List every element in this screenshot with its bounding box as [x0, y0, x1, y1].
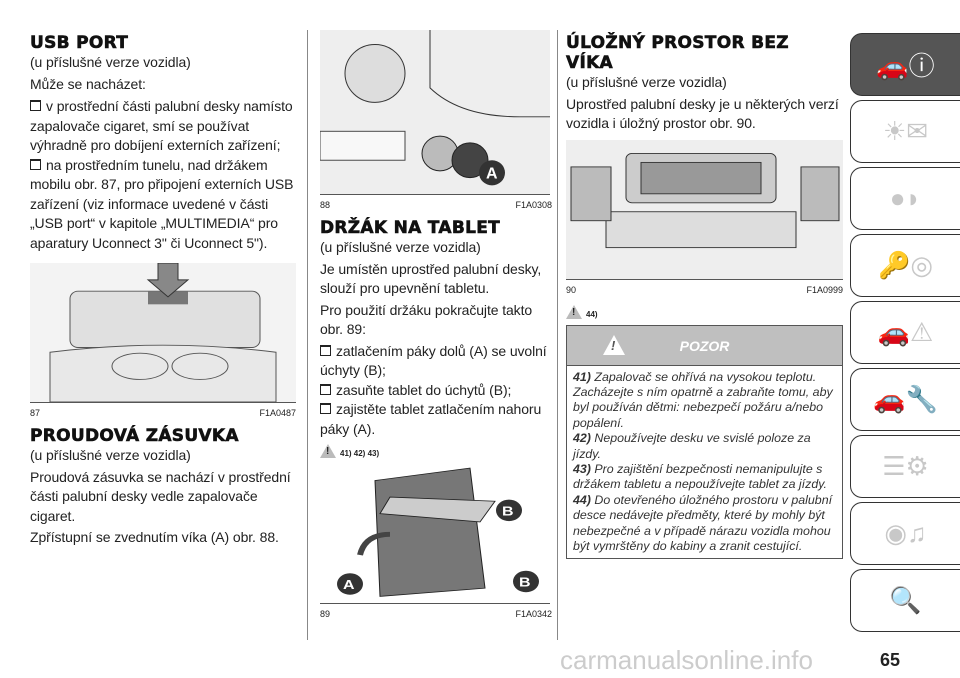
list-item: v prostřední části palubní desky namísto… [30, 97, 298, 156]
callout-a: A [343, 578, 355, 592]
warning-item: 42) Nepoužívejte desku ve svislé poloze … [573, 431, 836, 462]
warning-box: ! POZOR 41) Zapalovač se ohřívá na vysoko… [566, 324, 843, 560]
warning-title: POZOR [679, 337, 730, 354]
figure-code: F1A0487 [259, 408, 296, 418]
figure-87 [30, 263, 296, 403]
warning-icon: ! [566, 304, 582, 319]
column-divider [307, 30, 308, 640]
subtitle: (u příslušné verze vozidla) [566, 74, 727, 90]
intro: Může se nacházet: [30, 75, 146, 92]
list-item: na prostředním tunelu, nad držákem mobil… [30, 156, 298, 254]
list-item: zasuňte tablet do úchytů (B); [320, 381, 552, 401]
list-item: zajistěte tablet zatlačením nahoru páky … [320, 400, 552, 439]
specs-gear-icon: ☰⚙ [882, 451, 929, 481]
tab-index[interactable]: 🔍 [850, 569, 960, 632]
figure-code: F1A0342 [515, 609, 552, 619]
paragraph: Je umístěn uprostřed palubní desky, slou… [320, 260, 542, 297]
tablet-holder-section: DRŽÁK NA TABLET (u příslušné verze vozid… [320, 218, 552, 458]
figure-code: F1A0999 [806, 284, 843, 295]
paragraph: Uprostřed palubní desky je u některých v… [566, 95, 839, 132]
warning-references: ! 41) 42) 43) [320, 442, 552, 458]
column-divider [557, 30, 558, 640]
emergency-icon: 🚗⚠ [877, 317, 934, 347]
figure-89-caption: 89 F1A0342 [320, 607, 552, 621]
tab-specs[interactable]: ☰⚙ [850, 435, 960, 498]
car-info-icon: 🚗ⓘ [876, 51, 935, 81]
section-title: ÚLOŽNÝ PROSTOR BEZ VÍKA [566, 33, 789, 74]
section-title: USB PORT [30, 33, 129, 54]
figure-number: 89 [320, 609, 331, 619]
warning-text: Nepoužívejte desku ve svislé poloze za j… [573, 431, 811, 461]
warning-icon: ! [603, 334, 625, 355]
subtitle: (u příslušné verze vozidla) [30, 54, 191, 70]
page-number: 65 [880, 650, 901, 670]
open-storage-section: ÚLOŽNÝ PROSTOR BEZ VÍKA (u příslušné ver… [566, 33, 843, 134]
figure-number: 90 [566, 284, 577, 295]
index-icon: 🔍 [889, 585, 922, 615]
tab-lights-mail[interactable]: ☀✉ [850, 100, 960, 163]
tab-key-steering[interactable]: 🔑◎ [850, 234, 960, 297]
warning-text: Zapalovač se ohřívá na vysokou teplotu. … [573, 369, 833, 430]
figure-90 [566, 139, 843, 280]
paragraph: Zpřístupní se zvednutím víka (A) obr. 88… [30, 529, 279, 545]
warning-text: Do otevřeného úložného prostoru v palubn… [573, 492, 833, 553]
warning-text: Pro zajištění bezpečnosti nemanipulujte … [573, 461, 827, 492]
warning-header: ! POZOR [567, 325, 842, 366]
column-2: A 88 F1A0308 DRŽÁK NA TABLET (u příslušné… [320, 30, 552, 627]
warning-number: 41) [573, 369, 591, 384]
warning-icon: ! [320, 444, 336, 458]
figure-number: 87 [30, 408, 41, 418]
figure-87-caption: 87 F1A0487 [30, 406, 296, 420]
figure-number: 88 [320, 200, 331, 210]
figure-88: A [320, 30, 550, 195]
callout-b: B [502, 504, 514, 518]
watermark: carmanualsonline.info [560, 645, 813, 675]
tab-airbag[interactable]: ●◗ [850, 167, 960, 230]
power-socket-section: PROUDOVÁ ZÁSUVKA (u příslušné verze vozi… [30, 426, 298, 548]
subtitle: (u příslušné verze vozidla) [320, 239, 481, 255]
figure-89: B A B [320, 464, 550, 604]
airbag-icon: ●◗ [889, 183, 922, 213]
warning-item: 43) Pro zajištění bezpečnosti nemanipulu… [573, 462, 836, 493]
warning-ref-text: 44) [586, 309, 598, 319]
figure-88-caption: 88 F1A0308 [320, 198, 552, 212]
usb-port-section: USB PORT (u příslušné verze vozidla) Můž… [30, 33, 298, 253]
tab-multimedia[interactable]: ◉♫ [850, 502, 960, 565]
callout-a: A [486, 166, 498, 183]
warning-number: 44) [573, 492, 591, 507]
multimedia-icon: ◉♫ [884, 518, 927, 548]
callout-b: B [519, 576, 531, 590]
tab-emergency[interactable]: 🚗⚠ [850, 301, 960, 364]
tab-maintenance[interactable]: 🚗🔧 [850, 368, 960, 431]
tab-car-info[interactable]: 🚗ⓘ [850, 33, 960, 96]
warning-item: 41) Zapalovač se ohřívá na vysokou teplo… [573, 370, 836, 432]
warning-item: 44) Do otevřeného úložného prostoru v pa… [573, 493, 836, 555]
figure-90-caption: 90 F1A0999 [566, 283, 843, 297]
column-3: ÚLOŽNÝ PROSTOR BEZ VÍKA (u příslušné ver… [566, 33, 843, 560]
paragraph: Proudová zásuvka se nachází v prostřední… [30, 468, 291, 524]
paragraph: Pro použití držáku pokračujte takto obr.… [320, 301, 533, 338]
warning-number: 43) [573, 461, 591, 476]
warning-references: ! 44) [566, 303, 843, 319]
column-1: USB PORT (u příslušné verze vozidla) Můž… [30, 33, 298, 548]
key-steering-icon: 🔑◎ [877, 250, 934, 280]
list-item: zatlačením páky dolů (A) se uvolní úchyt… [320, 342, 552, 381]
lights-mail-icon: ☀✉ [882, 116, 929, 146]
subtitle: (u příslušné verze vozidla) [30, 447, 191, 463]
maintenance-icon: 🚗🔧 [873, 384, 938, 414]
section-title: PROUDOVÁ ZÁSUVKA [30, 426, 239, 447]
warning-ref-text: 41) 42) 43) [340, 449, 380, 458]
section-title: DRŽÁK NA TABLET [320, 218, 501, 239]
warning-number: 42) [573, 431, 591, 446]
figure-code: F1A0308 [515, 200, 552, 210]
